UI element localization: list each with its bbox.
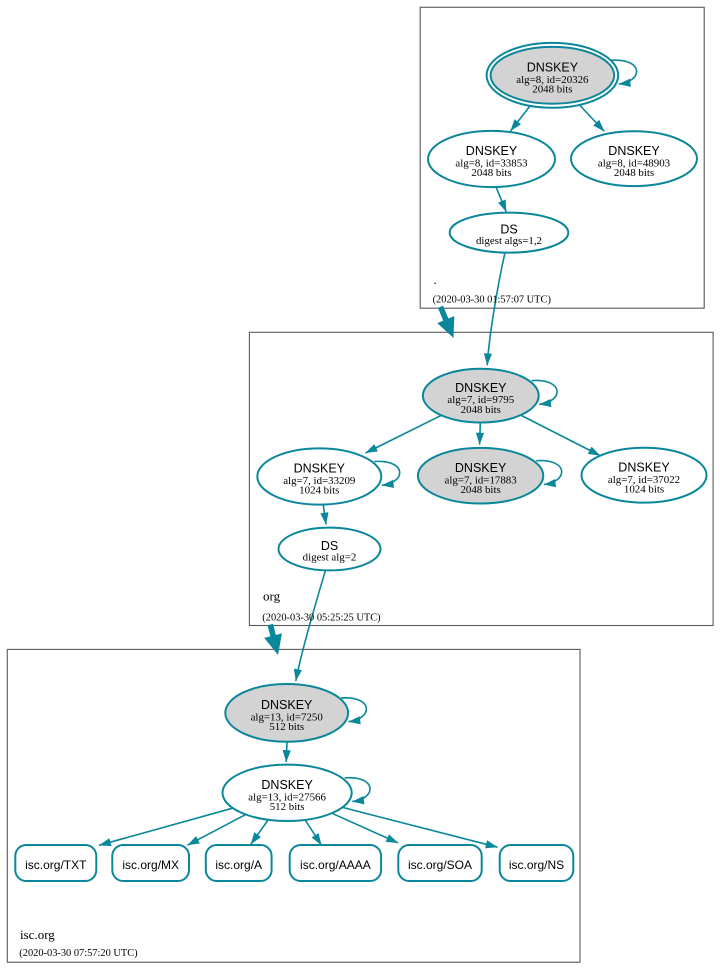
svg-text:DNSKEY: DNSKEY — [608, 144, 660, 158]
svg-text:.: . — [434, 272, 437, 287]
svg-text:2048 bits: 2048 bits — [460, 484, 500, 496]
svg-text:512 bits: 512 bits — [269, 721, 304, 733]
svg-text:isc.org/MX: isc.org/MX — [122, 858, 179, 872]
svg-text:isc.org/NS: isc.org/NS — [509, 858, 564, 872]
svg-text:1024 bits: 1024 bits — [624, 483, 664, 495]
svg-text:(2020-03-30 07:57:20 UTC): (2020-03-30 07:57:20 UTC) — [19, 948, 137, 959]
svg-text:(2020-03-30 05:25:25 UTC): (2020-03-30 05:25:25 UTC) — [262, 613, 380, 624]
svg-text:2048 bits: 2048 bits — [461, 404, 501, 416]
svg-text:512 bits: 512 bits — [270, 801, 305, 813]
svg-text:org: org — [263, 589, 281, 604]
svg-text:isc.org/SOA: isc.org/SOA — [408, 858, 472, 872]
svg-text:2048 bits: 2048 bits — [614, 167, 654, 179]
svg-text:2048 bits: 2048 bits — [471, 167, 511, 179]
svg-text:DNSKEY: DNSKEY — [527, 61, 579, 75]
svg-text:alg=8, id=20326: alg=8, id=20326 — [516, 74, 589, 86]
svg-text:isc.org/TXT: isc.org/TXT — [25, 858, 87, 872]
svg-text:alg=7, id=9795: alg=7, id=9795 — [447, 394, 514, 406]
svg-text:alg=8, id=33853: alg=8, id=33853 — [455, 158, 528, 170]
svg-text:DNSKEY: DNSKEY — [294, 462, 346, 476]
svg-text:1024 bits: 1024 bits — [299, 485, 339, 497]
svg-text:DS: DS — [500, 223, 517, 237]
svg-text:alg=7, id=33209: alg=7, id=33209 — [283, 475, 355, 487]
svg-text:alg=13, id=7250: alg=13, id=7250 — [251, 712, 324, 724]
svg-text:DNSKEY: DNSKEY — [455, 461, 507, 475]
svg-text:alg=13, id=27566: alg=13, id=27566 — [248, 791, 326, 803]
svg-text:isc.org/A: isc.org/A — [215, 858, 262, 872]
svg-text:DS: DS — [321, 539, 338, 553]
svg-text:alg=8, id=48903: alg=8, id=48903 — [598, 157, 671, 169]
svg-text:DNSKEY: DNSKEY — [618, 460, 670, 474]
svg-text:DNSKEY: DNSKEY — [261, 698, 313, 712]
svg-text:DNSKEY: DNSKEY — [466, 144, 518, 158]
svg-text:alg=7, id=17883: alg=7, id=17883 — [445, 474, 518, 486]
svg-text:isc.org: isc.org — [20, 927, 55, 942]
svg-text:(2020-03-30 01:57:07 UTC): (2020-03-30 01:57:07 UTC) — [433, 294, 551, 305]
svg-text:alg=7, id=37022: alg=7, id=37022 — [608, 474, 680, 486]
svg-text:2048 bits: 2048 bits — [532, 84, 572, 96]
svg-text:isc.org/AAAA: isc.org/AAAA — [300, 858, 371, 872]
svg-text:digest algs=1,2: digest algs=1,2 — [476, 235, 542, 247]
svg-text:DNSKEY: DNSKEY — [261, 778, 313, 792]
svg-text:digest alg=2: digest alg=2 — [303, 552, 357, 564]
svg-text:DNSKEY: DNSKEY — [455, 381, 507, 395]
